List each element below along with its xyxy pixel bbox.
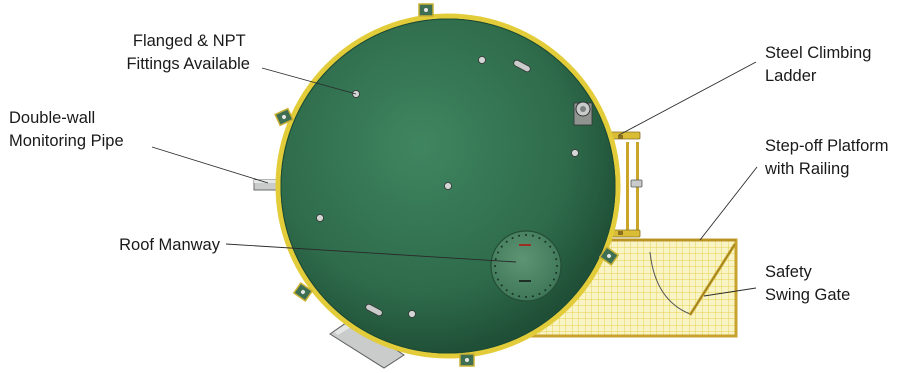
manway-bolt bbox=[511, 237, 514, 240]
manway-bolt bbox=[531, 234, 534, 237]
manway-bolt bbox=[505, 240, 508, 243]
manway-bolt bbox=[538, 292, 541, 295]
label-roof-manway: Roof Manway bbox=[119, 236, 221, 254]
manway-bolt bbox=[549, 284, 552, 287]
label-fittings: Flanged & NPT Fittings Available bbox=[126, 32, 250, 73]
manway-bolt bbox=[525, 296, 527, 298]
manway-bolt bbox=[538, 237, 541, 240]
leader-lines bbox=[151, 61, 758, 297]
manway-bolt bbox=[494, 258, 497, 261]
manway-bolt bbox=[552, 251, 555, 254]
manway-bolt bbox=[511, 292, 514, 295]
manway-bolt bbox=[500, 284, 503, 287]
vent-fitting bbox=[573, 101, 593, 126]
roof-fittings bbox=[316, 56, 593, 318]
manway-bolt bbox=[525, 234, 527, 236]
manway-bolt bbox=[555, 258, 558, 261]
manway-bolt bbox=[544, 240, 547, 243]
manway-bolt bbox=[505, 289, 508, 292]
manway-bolt-ring bbox=[494, 234, 558, 298]
manway-bolt bbox=[497, 251, 500, 254]
manway-bolt bbox=[497, 278, 500, 281]
manway-bolt bbox=[494, 271, 497, 274]
manway-bolt bbox=[544, 289, 547, 292]
manway-bolt bbox=[500, 245, 503, 248]
label-monitoring-pipe: Double-wall Monitoring Pipe bbox=[9, 109, 124, 150]
manway-bolt bbox=[531, 295, 534, 298]
manway-bolt bbox=[556, 265, 558, 267]
manway-bolt bbox=[549, 245, 552, 248]
manway-bolt bbox=[552, 278, 555, 281]
manway-bolt bbox=[555, 271, 558, 274]
label-ladder: Steel Climbing Ladder bbox=[765, 44, 876, 85]
perimeter-brackets bbox=[274, 3, 620, 367]
manway-bolt bbox=[518, 234, 521, 237]
callout-labels: Flanged & NPT Fittings Available Double-… bbox=[9, 32, 893, 304]
manway-bolt bbox=[518, 295, 521, 298]
safety-swing-gate bbox=[649, 243, 737, 316]
manway-bolt bbox=[494, 265, 496, 267]
roof-manway bbox=[490, 230, 562, 302]
label-platform: Step-off Platform with Railing bbox=[764, 137, 893, 178]
label-swing-gate: Safety Swing Gate bbox=[765, 263, 850, 304]
